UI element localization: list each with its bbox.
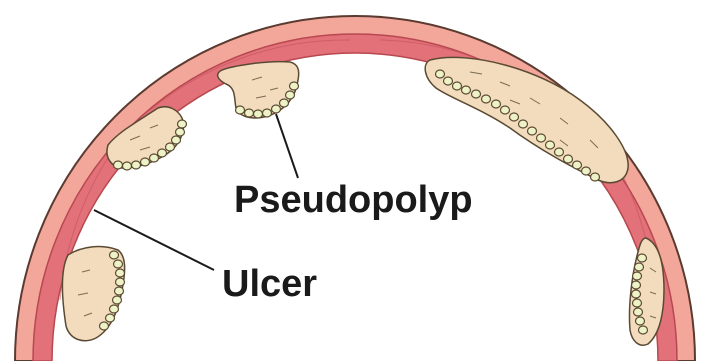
mucosal-island-top-right bbox=[425, 57, 628, 182]
pseudopolyp-leader-line bbox=[276, 114, 298, 178]
mucosal-island-lower-right bbox=[629, 238, 664, 345]
mucosal-island-lower-left bbox=[63, 247, 125, 341]
ulcer-label: Ulcer bbox=[222, 263, 317, 305]
pseudopolyp-label: Pseudopolyp bbox=[234, 179, 473, 221]
pseudopolyp-island bbox=[218, 62, 299, 118]
